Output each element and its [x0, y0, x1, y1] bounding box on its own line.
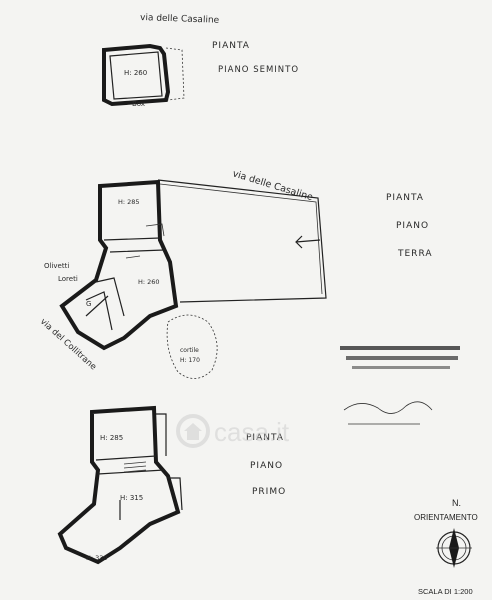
terra-cortile-height: H: 170 — [180, 357, 200, 364]
primo-partitions — [95, 455, 165, 475]
seminterrato-room-height: H: 260 — [124, 69, 147, 77]
terra-walls — [59, 179, 179, 351]
seminterrato-note: Box — [132, 100, 145, 108]
terra-neighbors-1: Olivetti — [44, 262, 69, 270]
plan-primo: H: 285 H: 315 H: 330 — [57, 405, 183, 565]
scribble-block — [340, 346, 460, 425]
terra-partitions — [85, 237, 165, 331]
terra-entry-arrow — [295, 235, 321, 249]
watermark-text: casa.it — [214, 417, 290, 447]
primo-stairs — [123, 461, 147, 473]
seminterrato-walls — [102, 43, 171, 107]
north-label: N. — [452, 498, 461, 508]
terra-room-mid-height: H: 260 — [138, 278, 160, 286]
terra-room-top-height: H: 285 — [118, 198, 140, 206]
compass-icon — [436, 528, 472, 568]
terra-title-1: PIANTA — [386, 193, 424, 203]
primo-room-mid-height: H: 315 — [120, 494, 143, 502]
primo-title-2: PIANO — [250, 461, 283, 471]
plan-terra: H: 285 H: 260 G Olivetti Loreti cortile … — [44, 179, 327, 379]
primo-title-3: PRIMO — [252, 487, 286, 497]
seminterrato-inner — [109, 51, 163, 100]
primo-walls — [57, 405, 181, 565]
street-label-middle: via delle Casaline — [231, 168, 314, 203]
terra-title-2: PIANO — [396, 221, 429, 231]
street-label-top: via delle Casaline — [140, 13, 220, 26]
orientation-label: ORIENTAMENTO — [414, 513, 478, 522]
terra-cortile-outline — [166, 314, 218, 379]
primo-room-bottom-height: H: 330 — [86, 554, 108, 562]
watermark-house-icon — [184, 423, 202, 440]
primo-balcony — [156, 413, 183, 511]
scale-label: SCALA DI 1:200 — [418, 587, 473, 596]
primo-title-1: PIANTA — [246, 433, 284, 443]
terra-room-letter: G — [86, 300, 91, 308]
street-label-side: via del Collitrane — [38, 317, 98, 373]
terra-courtyard-outline — [157, 179, 327, 303]
plan-seminterrato: H: 260 Box — [102, 43, 185, 108]
terra-neighbors-2: Loreti — [58, 275, 78, 283]
watermark: casa.it — [176, 414, 290, 448]
seminterrato-title-2: PIANO SEMINTO — [218, 65, 299, 75]
primo-room-top-height: H: 285 — [100, 434, 123, 442]
seminterrato-ramp — [165, 47, 185, 101]
seminterrato-title-1: PIANTA — [212, 41, 250, 51]
terra-stairs — [125, 223, 165, 259]
terra-cortile-label: cortile — [180, 347, 199, 354]
terra-courtyard-inner — [159, 183, 323, 295]
terra-diagonal-mark — [85, 295, 109, 317]
terra-title-3: TERRA — [397, 249, 432, 259]
